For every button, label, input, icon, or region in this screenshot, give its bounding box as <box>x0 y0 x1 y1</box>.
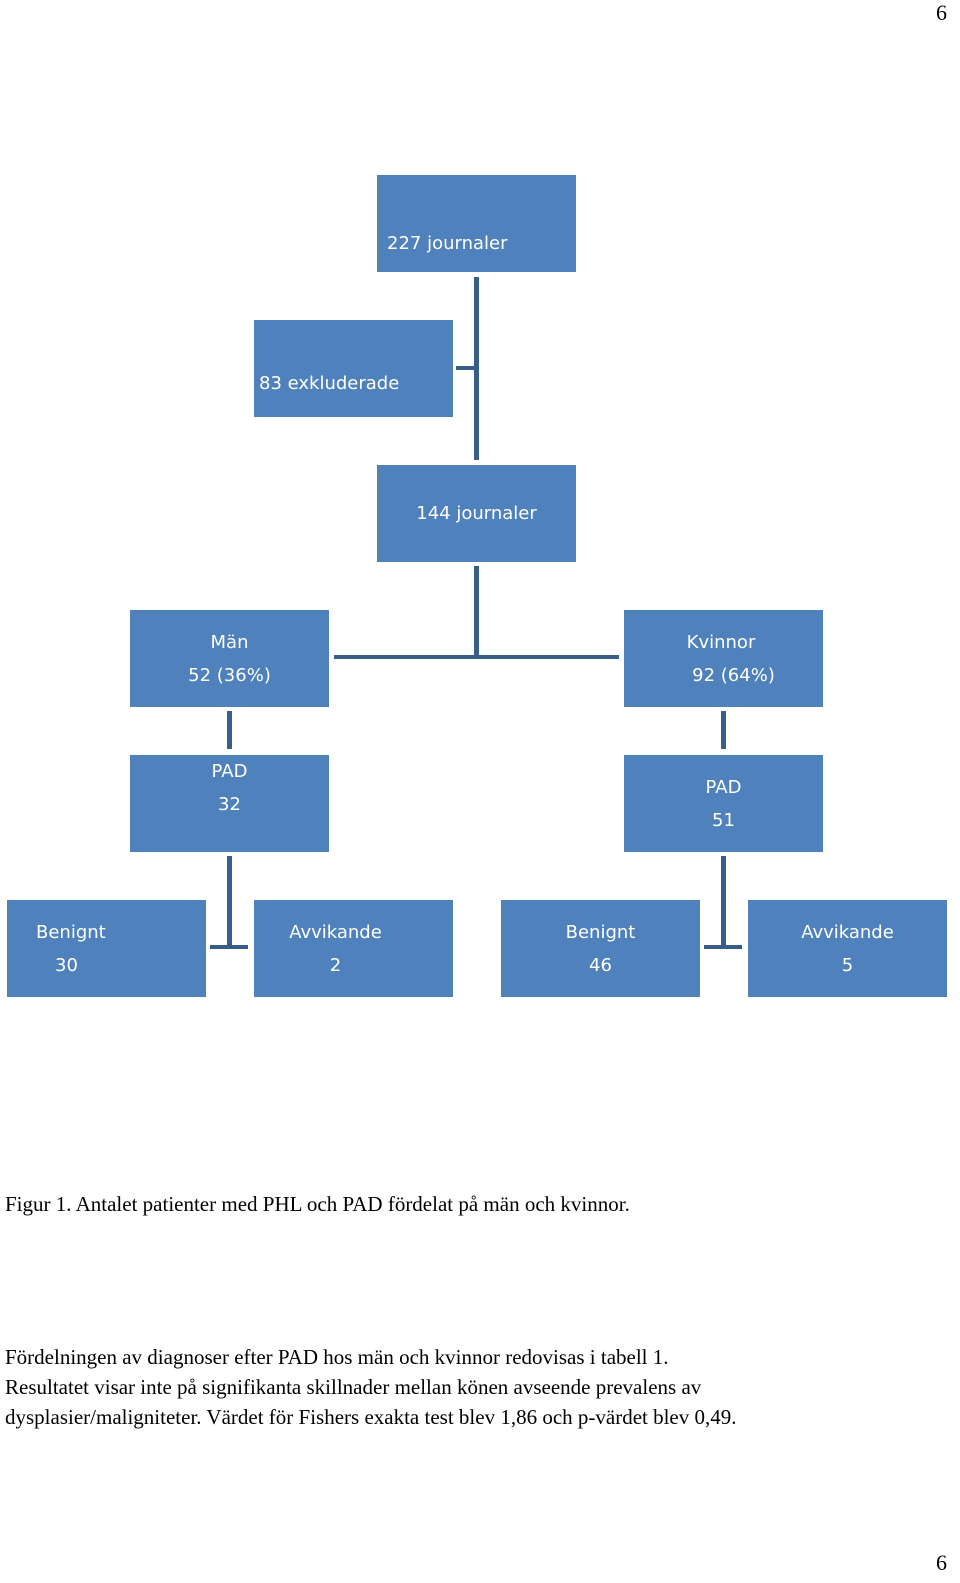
paragraph-line-1: Fördelningen av diagnoser efter PAD hos … <box>5 1345 669 1369</box>
men-deviant-label: Avvikande <box>289 921 382 943</box>
women-deviant-label: Avvikande <box>801 921 894 943</box>
box-men-pad: PAD 32 <box>130 755 329 852</box>
excluded-label: 83 exkluderade <box>259 373 400 394</box>
box-women-deviant: Avvikande 5 <box>748 900 947 997</box>
connector-total-to-included <box>474 277 479 460</box>
connector-included-down <box>474 566 479 657</box>
women-pad-label: PAD <box>705 776 742 798</box>
connector-women-pad-branch <box>704 945 742 949</box>
box-men-benign: Benignt 30 <box>7 900 206 997</box>
connector-men-pad-down <box>227 856 232 948</box>
box-women-benign: Benignt 46 <box>501 900 700 997</box>
connector-women-to-pad <box>721 711 726 749</box>
box-women: Kvinnor 92 (64%) <box>624 610 823 707</box>
men-label: Män <box>210 631 249 653</box>
men-pad-value: 32 <box>218 794 241 815</box>
box-total-journals: 227 journaler <box>377 175 576 272</box>
figure-caption: Figur 1. Antalet patienter med PHL och P… <box>5 1192 630 1216</box>
box-women-pad: PAD 51 <box>624 755 823 852</box>
men-pad-label: PAD <box>211 761 248 782</box>
included-journals-label: 144 journaler <box>416 503 537 524</box>
total-journals-label: 227 journaler <box>387 233 508 254</box>
women-benign-label: Benignt <box>565 921 636 943</box>
box-men: Män 52 (36%) <box>130 610 329 707</box>
paragraph-line-2: Resultatet visar inte på signifikanta sk… <box>5 1375 702 1399</box>
women-label: Kvinnor <box>686 631 756 653</box>
men-benign-label: Benignt <box>36 921 106 943</box>
men-value: 52 (36%) <box>188 664 271 686</box>
women-value: 92 (64%) <box>692 664 775 686</box>
connector-men-pad-branch <box>210 945 248 949</box>
paragraph-line-3: dysplasier/maligniteter. Värdet för Fish… <box>5 1405 737 1429</box>
women-benign-value: 46 <box>589 954 612 976</box>
connector-men-to-pad <box>227 711 232 749</box>
box-men-deviant: Avvikande 2 <box>254 900 453 997</box>
page-number-top: 6 <box>936 0 947 25</box>
connector-excluded-branch <box>456 366 476 370</box>
men-benign-value: 30 <box>55 954 78 976</box>
box-excluded: 83 exkluderade <box>254 320 453 417</box>
connector-gender-split <box>334 655 619 659</box>
connector-women-pad-down <box>721 856 726 948</box>
box-included-journals: 144 journaler <box>377 465 576 562</box>
body-paragraph: Fördelningen av diagnoser efter PAD hos … <box>5 1342 945 1432</box>
women-pad-value: 51 <box>712 809 735 831</box>
page-number-bottom: 6 <box>936 1550 947 1575</box>
women-deviant-value: 5 <box>841 954 854 976</box>
men-deviant-value: 2 <box>329 954 342 976</box>
